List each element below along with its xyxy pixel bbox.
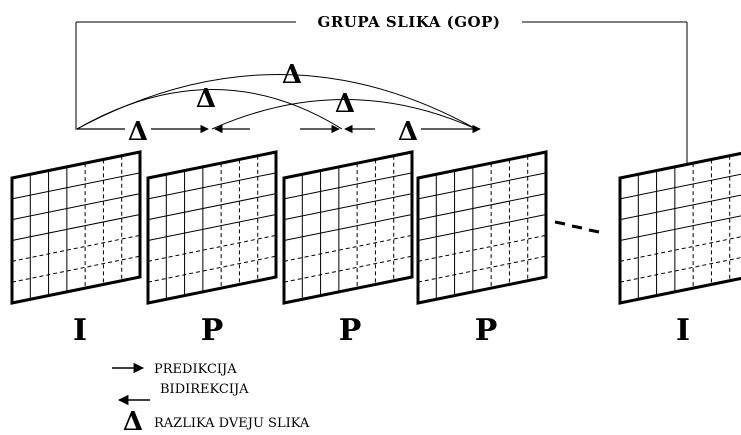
delta-label-1-4: Δ [282, 60, 302, 90]
arc-frame2-to-frame4 [211, 99, 477, 130]
frame-grid-row-line [147, 214, 277, 241]
frame-grid-row-line [147, 255, 277, 283]
frame-grid-row-line [619, 236, 741, 262]
difference-arcs [76, 74, 477, 130]
frame-grid-row-line [147, 193, 277, 221]
frame-label-4: P [475, 313, 498, 348]
arc-frame1-to-frame4 [76, 74, 477, 130]
legend-bidirection: BIDIREKCIJA [117, 382, 249, 406]
frame-label-3: P [339, 313, 362, 348]
frame-grid-row-line [417, 193, 547, 221]
frame-grid-row-line [619, 215, 741, 241]
frame-grid-row-line [619, 194, 741, 221]
legend-prediction: PREDIKCIJA [112, 362, 237, 377]
frame-grid-row-line [11, 234, 141, 262]
frame-label-1: I [73, 313, 87, 348]
frame-grid-row-line [283, 214, 413, 241]
delta-icon: Δ [123, 407, 143, 435]
frame-grid-row-line [417, 255, 547, 283]
gop-bracket [75, 21, 688, 170]
delta-labels: Δ Δ Δ Δ Δ [125, 60, 421, 147]
frame-grid-row-line [11, 255, 141, 283]
frame-grid-row-line [283, 172, 413, 200]
frame-grid-row-line [283, 234, 413, 262]
delta-label-2-4: Δ [335, 89, 355, 119]
frame-grid-row-line [417, 172, 547, 200]
frame-label-5: I [676, 313, 690, 348]
frame-grid-row-line [147, 234, 277, 262]
frame-4 [416, 150, 548, 305]
frame-grid-row-line [417, 214, 547, 241]
legend-prediction-label: PREDIKCIJA [154, 362, 237, 377]
frame-5 [618, 151, 741, 305]
frame-grid-row-line [11, 172, 141, 200]
legend-bidirection-label: BIDIREKCIJA [160, 382, 249, 397]
frame-grid-row-line [11, 193, 141, 221]
frame-3 [282, 150, 414, 305]
frame-2 [146, 150, 278, 305]
legend: PREDIKCIJA BIDIREKCIJA Δ RAZLIKA DVEJU S… [112, 362, 310, 435]
frame-1 [10, 150, 142, 305]
frame-grid-row-line [11, 214, 141, 241]
delta-label-1-2: Δ [128, 117, 148, 147]
frame-grid-row-line [283, 193, 413, 221]
ellipsis-separator [554, 220, 600, 234]
legend-difference-label: RAZLIKA DVEJU SLIKA [154, 416, 310, 431]
delta-label-3-4: Δ [398, 117, 418, 147]
frame-sequence [10, 150, 741, 305]
gop-title: GRUPA SLIKA (GOP) [318, 13, 501, 31]
frame-label-2: P [201, 313, 224, 348]
frame-grid-row-line [147, 172, 277, 200]
frame-grid-row-line [283, 255, 413, 283]
frame-grid-row-line [417, 234, 547, 262]
delta-label-1-3: Δ [196, 84, 216, 114]
frame-labels: I P P P I [73, 313, 690, 348]
frame-grid-row-line [619, 173, 741, 200]
frame-grid-row-line [619, 257, 741, 283]
legend-difference: Δ RAZLIKA DVEJU SLIKA [123, 407, 310, 435]
